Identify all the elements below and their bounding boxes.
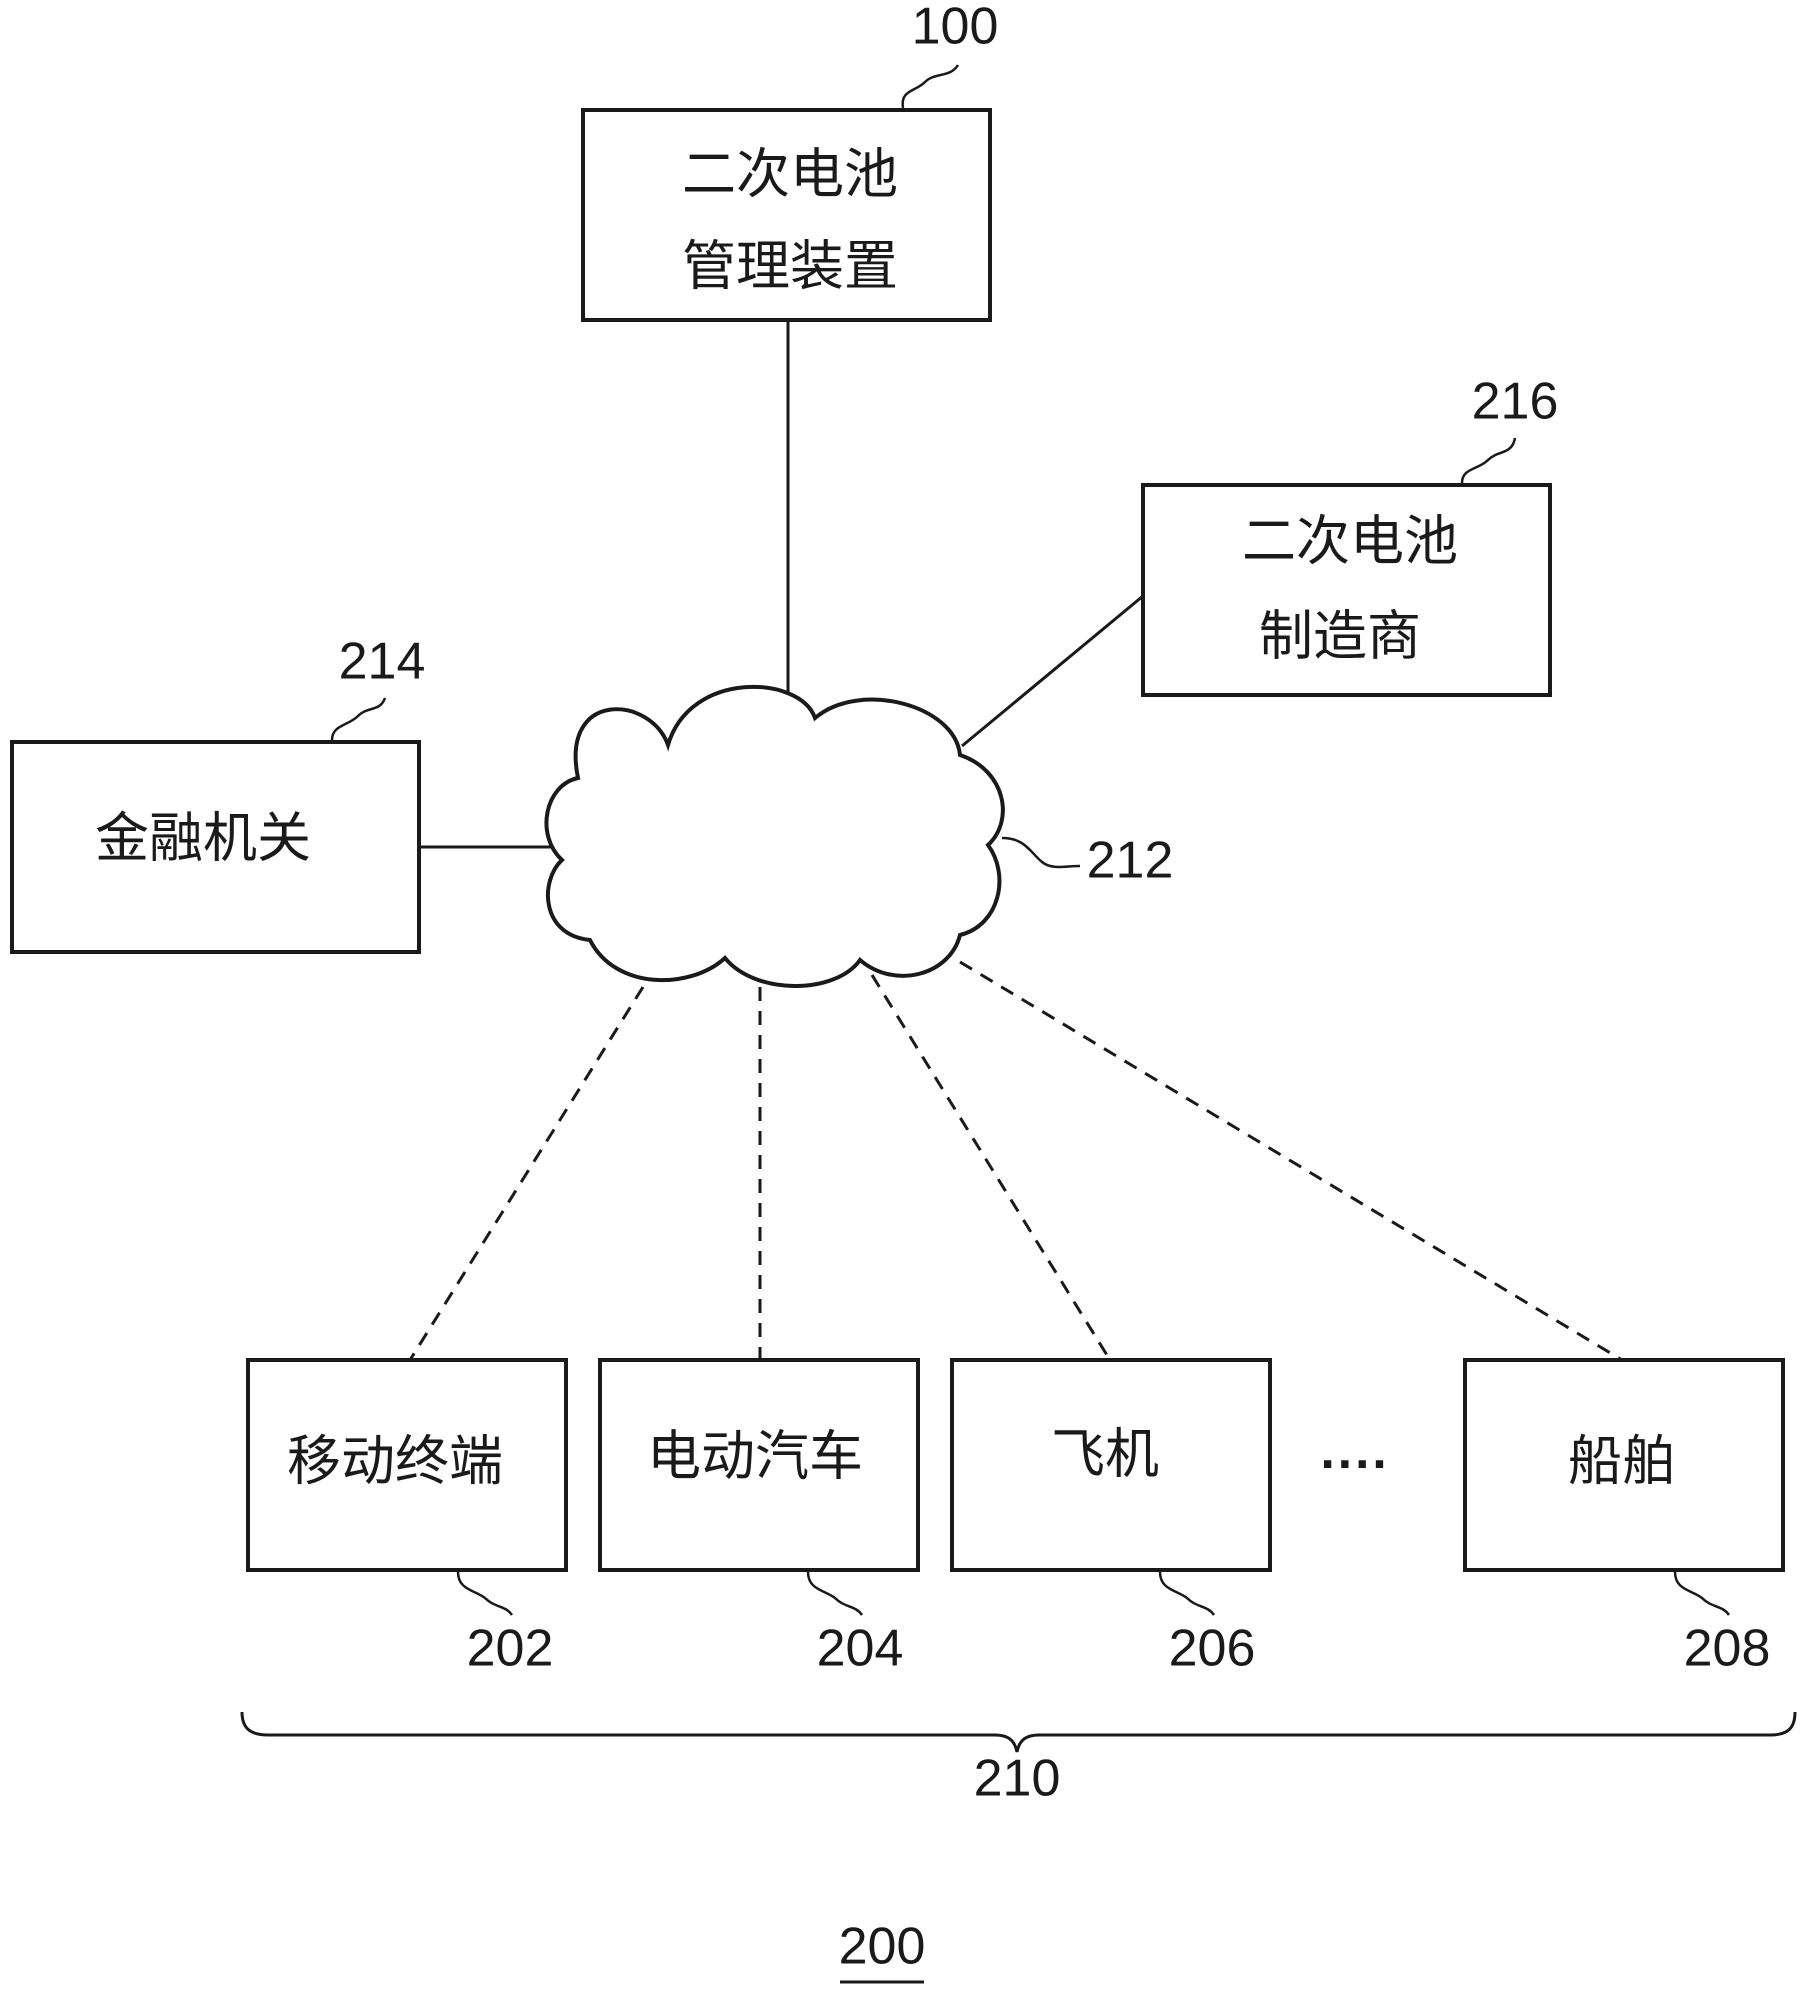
mobile-label: 移动终端 bbox=[287, 1430, 503, 1493]
leader-204 bbox=[806, 1571, 864, 1616]
link-maker-network bbox=[961, 594, 1144, 748]
mobile-box bbox=[246, 1358, 568, 1572]
ref-214: 214 bbox=[339, 633, 426, 691]
ref-212: 212 bbox=[1087, 832, 1174, 890]
ref-208: 208 bbox=[1684, 1620, 1771, 1678]
leader-212 bbox=[1001, 836, 1081, 869]
ship-box bbox=[1463, 1358, 1785, 1572]
leader-202 bbox=[456, 1571, 514, 1616]
plane-box bbox=[950, 1358, 1272, 1572]
leader-214 bbox=[330, 697, 387, 741]
ref-204: 204 bbox=[817, 1620, 904, 1678]
ref-216: 216 bbox=[1472, 373, 1559, 431]
manager-label-line2: 管理装置 bbox=[682, 235, 898, 298]
leader-208 bbox=[1673, 1571, 1731, 1616]
leader-206 bbox=[1158, 1571, 1216, 1616]
link-network-plane bbox=[870, 974, 1112, 1361]
leader-100 bbox=[901, 64, 960, 109]
ref-202: 202 bbox=[467, 1620, 554, 1678]
group-brace bbox=[240, 1711, 1797, 1753]
ref-210: 210 bbox=[974, 1750, 1061, 1808]
maker-box bbox=[1141, 483, 1552, 697]
manager-label-line1: 二次电池 bbox=[682, 143, 898, 206]
finance-box bbox=[10, 740, 421, 954]
link-network-mobile bbox=[408, 986, 645, 1361]
ellipsis: ···· bbox=[1320, 1436, 1389, 1494]
network-cloud bbox=[544, 684, 1005, 988]
maker-label-line2: 制造商 bbox=[1259, 605, 1421, 668]
link-network-ship bbox=[959, 960, 1623, 1362]
ev-label: 电动汽车 bbox=[647, 1425, 863, 1488]
finance-label: 金融机关 bbox=[95, 807, 311, 870]
figure-label: 200 bbox=[839, 1918, 926, 1976]
ref-100: 100 bbox=[912, 0, 999, 56]
leader-216 bbox=[1460, 437, 1517, 484]
ref-206: 206 bbox=[1169, 1620, 1256, 1678]
maker-label-line1: 二次电池 bbox=[1242, 510, 1458, 573]
ev-box bbox=[598, 1358, 920, 1572]
manager-box bbox=[581, 108, 992, 322]
plane-label: 飞机 bbox=[1051, 1423, 1159, 1486]
ship-label: 船舶 bbox=[1568, 1430, 1676, 1493]
